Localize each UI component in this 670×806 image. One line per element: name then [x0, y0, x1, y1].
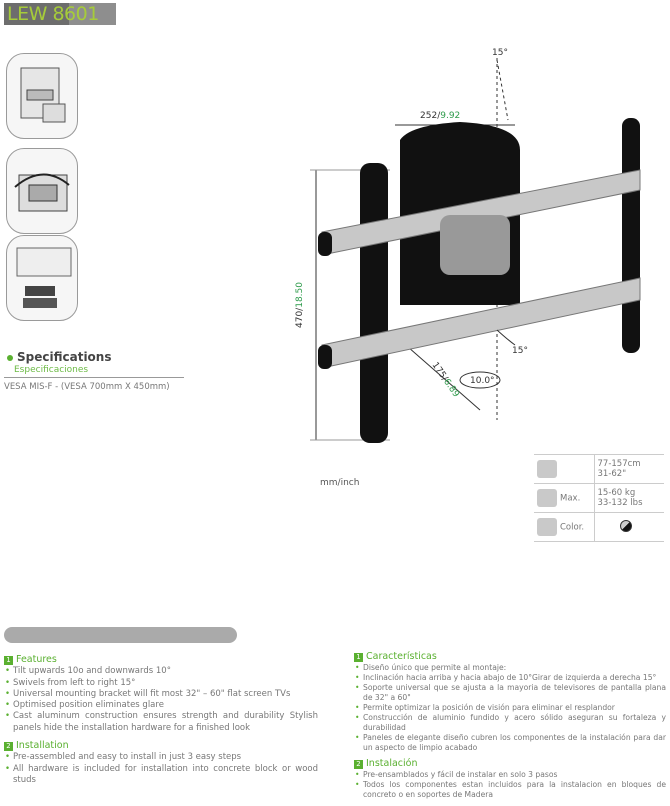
- list-item: Swivels from left to right 15°: [4, 678, 318, 690]
- list-item: Optimised position eliminates glare: [4, 700, 318, 712]
- screen-size-icon: [537, 460, 557, 478]
- spec-label: Color.: [560, 522, 585, 533]
- spec-label: Max.: [560, 493, 581, 504]
- spec-row-color: Color.: [534, 512, 664, 542]
- height-inch: 18.50: [295, 282, 305, 308]
- list-item: Pre-ensamblados y fácil de instalar en s…: [354, 770, 666, 780]
- list-item: Construcción de aluminio fundido y acero…: [354, 713, 666, 733]
- model-number: 8601: [52, 3, 99, 25]
- thumbnail-mounted-tv-view: [6, 235, 78, 321]
- units-label: mm/inch: [320, 478, 360, 488]
- model-logo: LEW 8601: [4, 3, 116, 25]
- mounted-tv-illustration-icon: [16, 247, 72, 308]
- list-item: Paneles de elegante diseño cubren los co…: [354, 733, 666, 753]
- spec-value: 31-62": [597, 469, 627, 479]
- specifications-subtitle: Especificaciones: [14, 365, 89, 375]
- features-title: Features: [16, 654, 57, 665]
- product-dimension-diagram: [310, 58, 641, 443]
- installation-title: Installation: [16, 740, 69, 752]
- list-item: Inclinación hacia arriba y hacia abajo d…: [354, 673, 666, 683]
- width-inch: 9.92: [440, 111, 461, 121]
- number-badge: 1: [354, 653, 363, 662]
- list-item: Cast aluminum construction ensures stren…: [4, 711, 318, 734]
- vesa-spec: VESA MIS-F - (VESA 700mm X 450mm): [4, 382, 170, 392]
- thumbnail-swivel-view: [6, 148, 78, 234]
- list-item: Universal mounting bracket will fit most…: [4, 689, 318, 701]
- spec-value: 15-60 kg: [597, 488, 636, 498]
- features-list: Tilt upwards 10o and downwards 10° Swive…: [4, 666, 318, 734]
- model-prefix: LEW: [7, 3, 47, 25]
- instalacion-list: Pre-ensamblados y fácil de instalar en s…: [354, 770, 666, 800]
- wall-mount-illustration-icon: [20, 67, 66, 123]
- spec-value: 77-157cm: [597, 459, 641, 469]
- number-badge: 2: [354, 760, 363, 769]
- caracteristicas-title: Características: [366, 651, 437, 662]
- caracteristicas-list: Diseño único que permite al montaje: Inc…: [354, 663, 666, 753]
- color-swatch-icon: [619, 519, 632, 532]
- swivel-illustration-icon: [14, 173, 70, 212]
- section-divider-bar: [4, 627, 237, 643]
- list-item: Tilt upwards 10o and downwards 10°: [4, 666, 318, 678]
- height-mm: 470: [295, 310, 305, 328]
- divider: [4, 377, 184, 378]
- width-mm: 252: [420, 111, 438, 121]
- specifications-title: Specifications: [17, 350, 112, 364]
- swivel-label: 15°: [512, 346, 528, 356]
- list-item: Todos los componentes estan incluidos pa…: [354, 780, 666, 800]
- list-item: Soporte universal que se ajusta a la may…: [354, 683, 666, 703]
- number-badge: 1: [4, 656, 13, 665]
- weight-icon: [537, 489, 557, 507]
- spec-value: 33-132 lbs: [597, 498, 643, 508]
- palette-icon: [537, 518, 557, 536]
- height-dimension-label: 470/18.50: [295, 282, 305, 328]
- number-badge: 2: [4, 742, 13, 752]
- instalacion-title: Instalación: [366, 758, 418, 769]
- list-item: Diseño único que permite al montaje:: [354, 663, 666, 673]
- tilt-top-label: 15°: [492, 48, 508, 58]
- list-item: Permite optimizar la posición de visión …: [354, 703, 666, 713]
- installation-list: Pre-assembled and easy to install in jus…: [4, 752, 318, 786]
- specifications-heading: Specifications: [7, 350, 111, 364]
- list-item: Pre-assembled and easy to install in jus…: [4, 752, 318, 764]
- tilt-label: 10.0°: [470, 376, 495, 386]
- list-item: All hardware is included for installatio…: [4, 764, 318, 787]
- bullet-icon: [7, 354, 13, 361]
- width-dimension-label: 252/9.92: [420, 111, 461, 121]
- thumbnail-installed-view: [6, 53, 78, 139]
